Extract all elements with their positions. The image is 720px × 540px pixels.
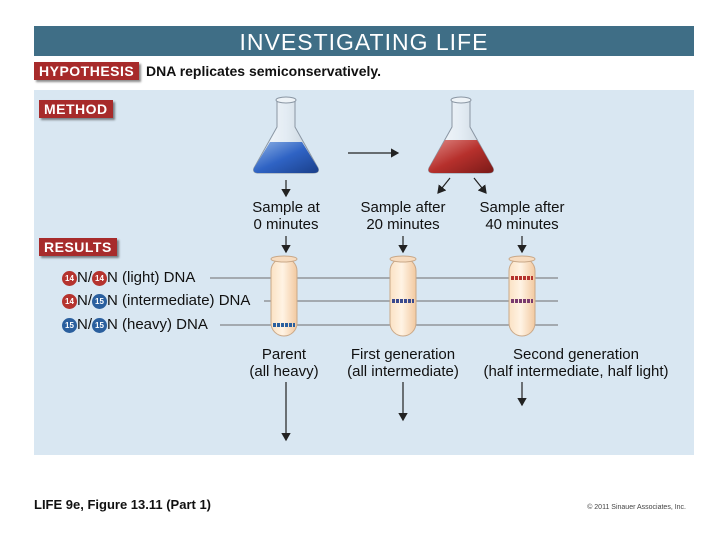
flask-red-icon — [428, 96, 494, 174]
sample-label-line2: 20 minutes — [366, 216, 440, 233]
method-tag: METHOD — [39, 100, 113, 118]
sample-label-line1: Sample after — [479, 199, 565, 216]
tube-second-generation — [508, 255, 536, 337]
legend-prefix: N/ — [77, 269, 92, 286]
isotope-15-icon: 15 — [92, 293, 107, 309]
tube-label-first: First generation (all intermediate) — [333, 346, 473, 380]
sample-label-0: Sample at 0 minutes — [236, 199, 336, 233]
legend-prefix: N/ — [77, 316, 92, 333]
isotope-14-icon: 14 — [62, 293, 77, 309]
isotope-15-icon: 15 — [62, 317, 77, 333]
sample-label-40: Sample after 40 minutes — [467, 199, 577, 233]
flask-blue-icon — [253, 96, 319, 174]
isotope-14-icon: 14 — [92, 270, 107, 286]
sample-label-line1: Sample after — [360, 199, 446, 216]
isotope-15-icon: 15 — [92, 317, 107, 333]
hypothesis-row: HYPOTHESIS DNA replicates semiconservati… — [34, 56, 694, 90]
tube-label-second: Second generation (half intermediate, ha… — [470, 346, 682, 380]
header-banner: INVESTIGATING LIFE — [34, 26, 694, 56]
legend-prefix: N/ — [77, 292, 92, 309]
hypothesis-text: DNA replicates semiconservatively. — [146, 63, 382, 79]
tube-parent — [270, 255, 298, 337]
figure-caption: LIFE 9e, Figure 13.11 (Part 1) — [34, 497, 212, 512]
tube-label-line2: (all intermediate) — [347, 363, 459, 380]
tube-first-generation — [389, 255, 417, 337]
sample-label-line1: Sample at — [252, 199, 320, 216]
tube-label-parent: Parent (all heavy) — [234, 346, 334, 380]
legend-text: N (light) DNA — [107, 269, 196, 286]
tube-label-line2: (half intermediate, half light) — [483, 363, 669, 380]
banner-title: INVESTIGATING LIFE — [239, 29, 489, 55]
copyright: © 2011 Sinauer Associates, Inc. — [587, 504, 686, 511]
sample-label-line2: 0 minutes — [253, 216, 319, 233]
sample-label-line2: 40 minutes — [485, 216, 559, 233]
flow-arrows — [281, 148, 527, 442]
isotope-14-icon: 14 — [62, 270, 77, 286]
tube-label-line1: Parent — [261, 346, 307, 363]
tube-label-line1: Second generation — [513, 346, 639, 363]
hypothesis-tag: HYPOTHESIS — [34, 62, 140, 80]
band-guide-lines — [210, 277, 558, 326]
tube-label-line1: First generation — [350, 346, 456, 363]
legend-text: N (heavy) DNA — [107, 316, 208, 333]
tube-label-line2: (all heavy) — [249, 363, 319, 380]
sample-label-20: Sample after 20 minutes — [348, 199, 458, 233]
results-tag: RESULTS — [39, 238, 117, 256]
legend-text: N (intermediate) DNA — [107, 292, 251, 309]
